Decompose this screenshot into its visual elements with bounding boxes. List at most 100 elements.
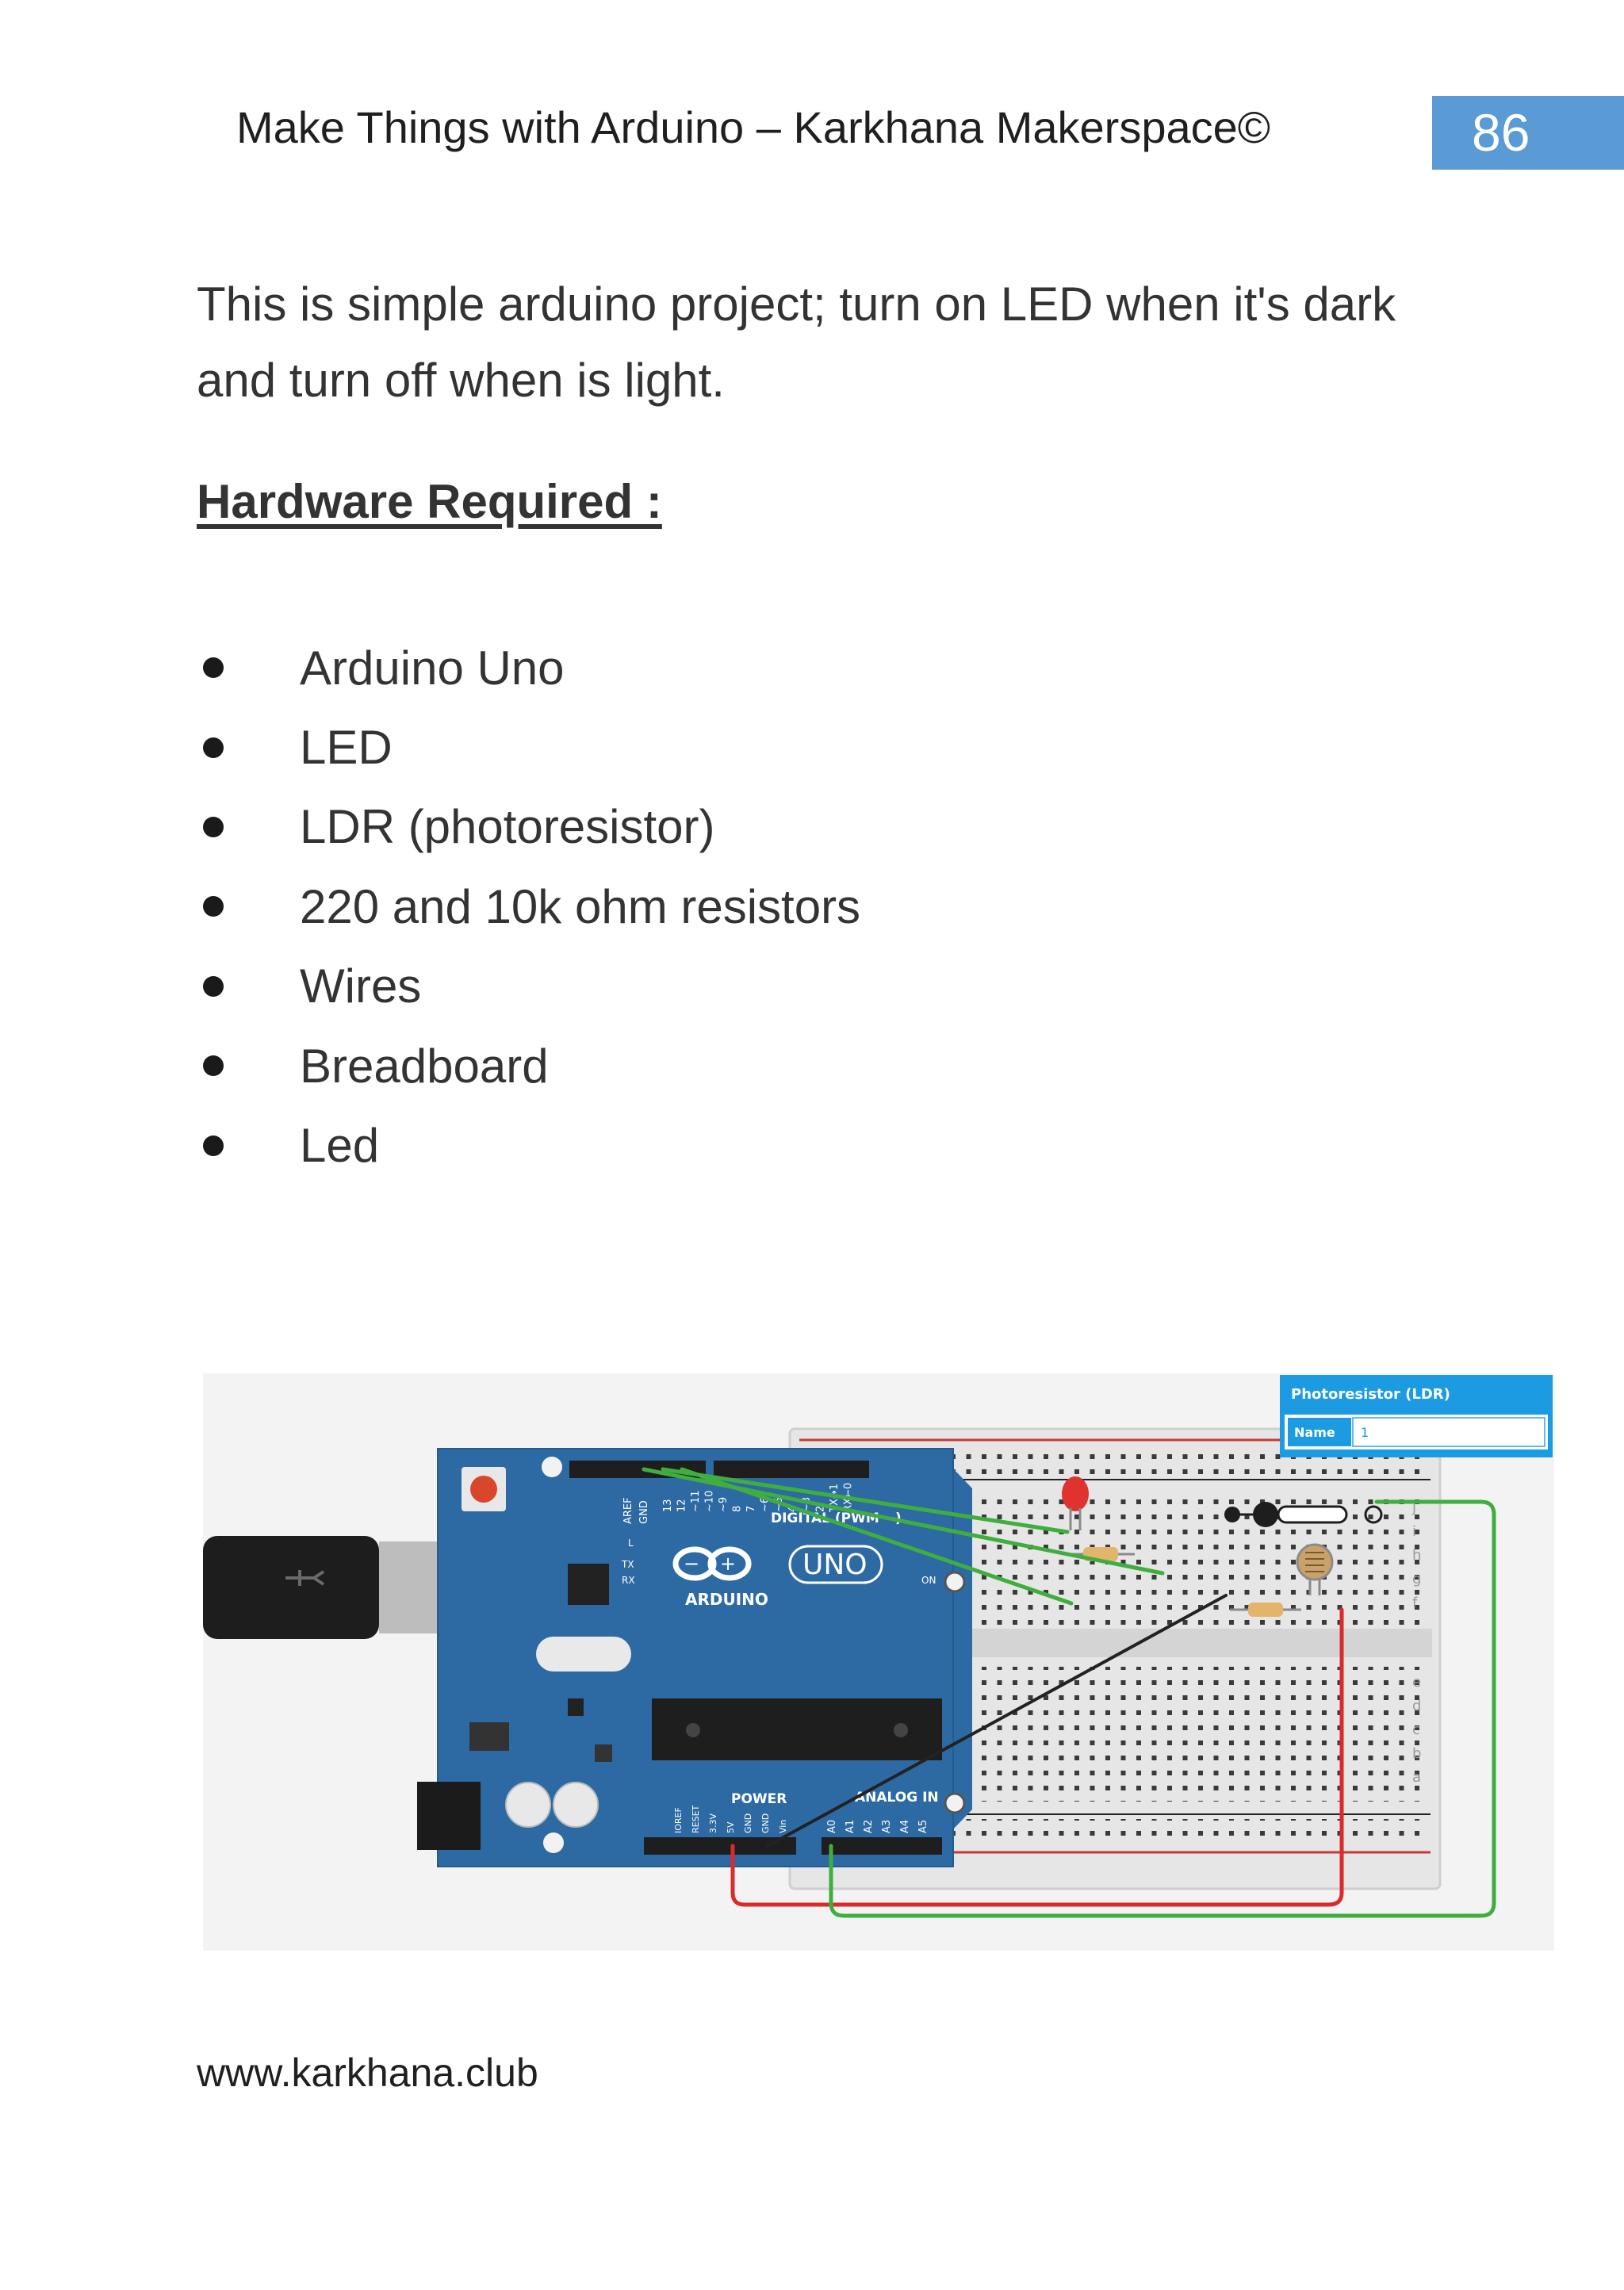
component xyxy=(568,1698,584,1716)
list-item-label: 220 and 10k ohm resistors xyxy=(300,879,861,933)
ldr-photoresistor xyxy=(1296,1543,1334,1595)
bullet-icon xyxy=(203,737,224,758)
light-slider xyxy=(1224,1502,1383,1527)
list-item-label: Wires xyxy=(300,959,422,1013)
aref-label: AREF xyxy=(622,1497,634,1524)
bullet-icon xyxy=(203,657,224,679)
hardware-heading: Hardware Required : xyxy=(197,475,662,528)
list-item: Led xyxy=(197,1105,860,1185)
list-item-label: LDR (photoresistor) xyxy=(300,800,715,854)
power-pin-label: 5V xyxy=(726,1821,736,1833)
wire-green xyxy=(680,1467,1074,1606)
row-label: e xyxy=(1412,1674,1421,1691)
l-label: L xyxy=(628,1538,634,1549)
power-pin-label: RESET xyxy=(691,1805,701,1833)
board-brand: ARDUINO xyxy=(685,1590,768,1609)
bullet-icon xyxy=(203,975,224,997)
chip-notch xyxy=(894,1723,908,1737)
list-item: Breadboard xyxy=(197,1026,860,1105)
hardware-list: Arduino Uno LED LDR (photoresistor) 220 … xyxy=(197,628,860,1185)
digital-pin-label: 13 xyxy=(662,1499,674,1512)
page-number-badge: 86 xyxy=(1432,96,1624,170)
digital-pin-label: 7 xyxy=(745,1506,757,1512)
analog-pin-label: A1 xyxy=(845,1820,856,1833)
wire-black xyxy=(766,1594,1228,1848)
power-pin-label: GND xyxy=(760,1813,771,1833)
uno-badge xyxy=(788,1545,883,1584)
resistor-10k xyxy=(1230,1603,1301,1617)
tx-label: TX xyxy=(621,1559,634,1570)
name-input[interactable] xyxy=(1352,1417,1545,1447)
digital-header xyxy=(714,1461,869,1478)
power-label: POWER xyxy=(731,1791,787,1807)
list-item: Arduino Uno xyxy=(197,628,860,707)
mount-hole xyxy=(944,1792,966,1814)
list-item-label: Led xyxy=(300,1119,380,1173)
terminal-holes-bottom xyxy=(917,1667,1424,1802)
power-pin-label: 3.3V xyxy=(708,1813,718,1833)
regulator xyxy=(469,1722,509,1751)
bullet-icon xyxy=(203,816,224,837)
wire-green xyxy=(829,1499,1496,1918)
list-item-label: Breadboard xyxy=(300,1039,549,1093)
list-item: LED xyxy=(197,707,860,787)
rail-holes-bottom xyxy=(893,1819,1424,1844)
digital-pin-label: ~11 xyxy=(690,1491,702,1512)
row-label: a xyxy=(1412,1769,1421,1786)
digital-pin-label: ~10 xyxy=(704,1491,716,1512)
wire-red xyxy=(730,1607,1344,1907)
digital-pin-label: ~9 xyxy=(718,1497,730,1512)
svg-text:+: + xyxy=(720,1553,736,1575)
row-label: b xyxy=(1412,1745,1421,1762)
analog-pin-label: A3 xyxy=(881,1820,893,1833)
svg-text:−: − xyxy=(684,1553,699,1575)
list-item: 220 and 10k ohm resistors xyxy=(197,867,860,946)
inspector-panel[interactable]: Photoresistor (LDR) Name 1 xyxy=(1280,1375,1553,1457)
circuit-svg: j i h g f e d c b a xyxy=(203,1375,1553,1918)
rx-label: RX xyxy=(622,1575,635,1586)
usb-icon xyxy=(285,1570,325,1586)
mount-hole xyxy=(944,1571,966,1593)
analog-pin-label: A4 xyxy=(899,1820,911,1833)
analog-pin-label: A5 xyxy=(917,1820,929,1833)
wires xyxy=(642,1467,1496,1918)
list-item-label: Arduino Uno xyxy=(300,641,565,695)
row-label: c xyxy=(1412,1721,1420,1738)
row-label: j xyxy=(1411,1499,1416,1516)
row-label: g xyxy=(1412,1571,1421,1587)
usb-cable xyxy=(203,1536,471,1639)
list-item: LDR (photoresistor) xyxy=(197,787,860,867)
gnd-label: GND xyxy=(638,1500,650,1524)
capacitor xyxy=(505,1782,551,1828)
header-title: Make Things with Arduino – Karkhana Make… xyxy=(236,102,1271,152)
power-jack xyxy=(417,1782,481,1850)
on-label: ON xyxy=(921,1575,936,1586)
row-label: d xyxy=(1412,1698,1421,1714)
arduino-logo: − + xyxy=(672,1546,752,1581)
power-header xyxy=(644,1837,796,1855)
mount-hole xyxy=(543,1832,564,1853)
wire-green xyxy=(661,1467,1070,1534)
digital-pin-label: 12 xyxy=(676,1499,688,1512)
bullet-icon xyxy=(203,1135,224,1156)
chip-notch xyxy=(686,1723,700,1737)
row-label: h xyxy=(1412,1547,1421,1564)
power-pin-label: IOREF xyxy=(673,1807,684,1833)
name-label: Name xyxy=(1294,1425,1335,1440)
usb-chip xyxy=(568,1564,609,1605)
digital-pin-label: 8 xyxy=(732,1506,744,1512)
power-pin-label: GND xyxy=(743,1813,753,1833)
board-model: UNO xyxy=(802,1549,868,1581)
digital-pin-label: 2 xyxy=(815,1506,827,1512)
row-label: f xyxy=(1412,1595,1418,1611)
atmega-chip xyxy=(652,1698,942,1760)
mount-hole xyxy=(542,1457,562,1477)
led xyxy=(1062,1476,1089,1530)
arduino-board: − + UNO ARDUINO DIGITAL (PWM ~) POWER AN… xyxy=(417,1448,972,1867)
analog-pin-label: A2 xyxy=(863,1820,875,1833)
list-item-label: LED xyxy=(300,721,393,775)
row-label: i xyxy=(1412,1523,1416,1540)
bullet-icon xyxy=(203,1055,224,1077)
footer-url: www.karkhana.club xyxy=(197,2051,538,2095)
power-pin-label: Vin xyxy=(778,1820,788,1833)
